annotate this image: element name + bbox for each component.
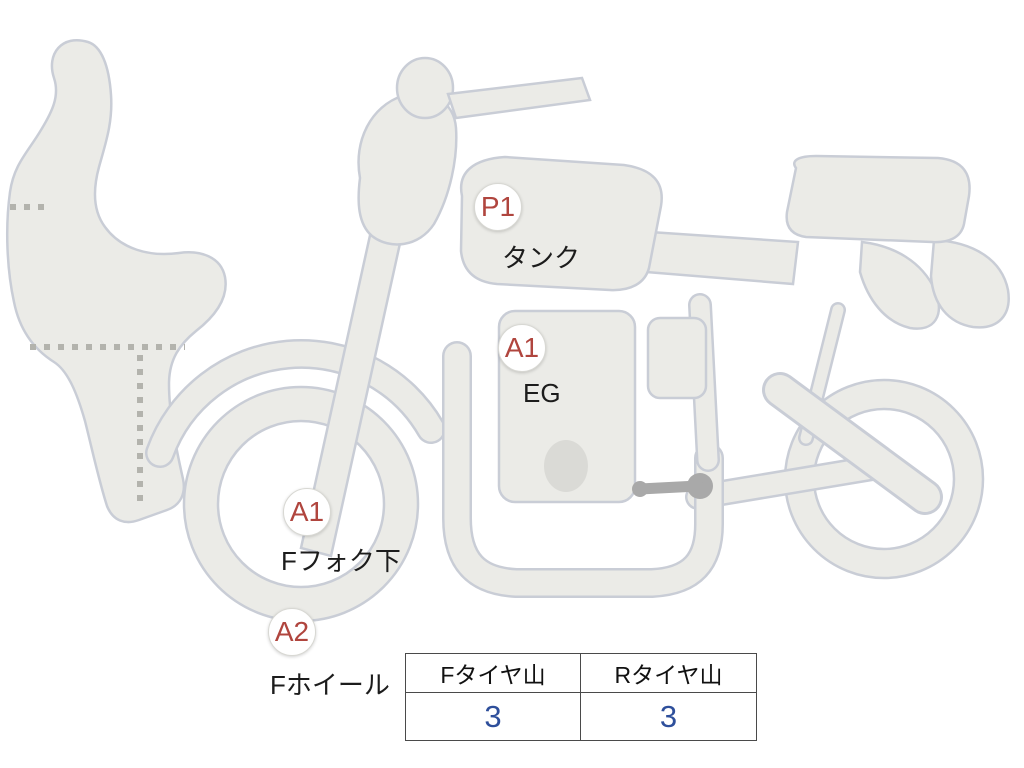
front-tread-header: Fタイヤ山	[406, 654, 581, 693]
damage-label-front-fork: Fフォク下	[281, 546, 401, 576]
rear-tread-value: 3	[659, 698, 678, 734]
damage-label-engine: EG	[523, 378, 561, 408]
damage-marker-front-fork[interactable]: A1	[283, 488, 331, 536]
front-cowl-shape	[5, 39, 227, 524]
kick-arm	[634, 480, 704, 495]
frame-loop	[444, 343, 722, 596]
swingarm	[687, 457, 883, 508]
front-tread-value: 3	[406, 693, 581, 740]
handlebar-riser	[395, 56, 455, 120]
tire-tread-table: Fタイヤ山 Rタイヤ山 3 3	[405, 653, 757, 741]
tail-fender	[929, 238, 1010, 329]
headlight-cowl	[357, 92, 458, 246]
rear-tread-header: Rタイヤ山	[581, 654, 756, 693]
seat	[785, 154, 971, 244]
rear-side-cover	[858, 240, 941, 330]
damage-label-tank: タンク	[502, 243, 581, 273]
front-fender	[147, 341, 444, 466]
airbox-cover	[646, 316, 708, 400]
muffler	[765, 375, 940, 512]
damage-marker-engine[interactable]: A1	[498, 324, 546, 372]
handlebar	[446, 76, 592, 120]
damage-label-front-wheel: Fホイール	[270, 670, 390, 700]
damage-marker-tank[interactable]: P1	[474, 183, 522, 231]
damage-marker-front-wheel[interactable]: A2	[268, 608, 316, 656]
tank-seat-connector	[644, 230, 800, 286]
engine-case-circle	[544, 440, 588, 492]
